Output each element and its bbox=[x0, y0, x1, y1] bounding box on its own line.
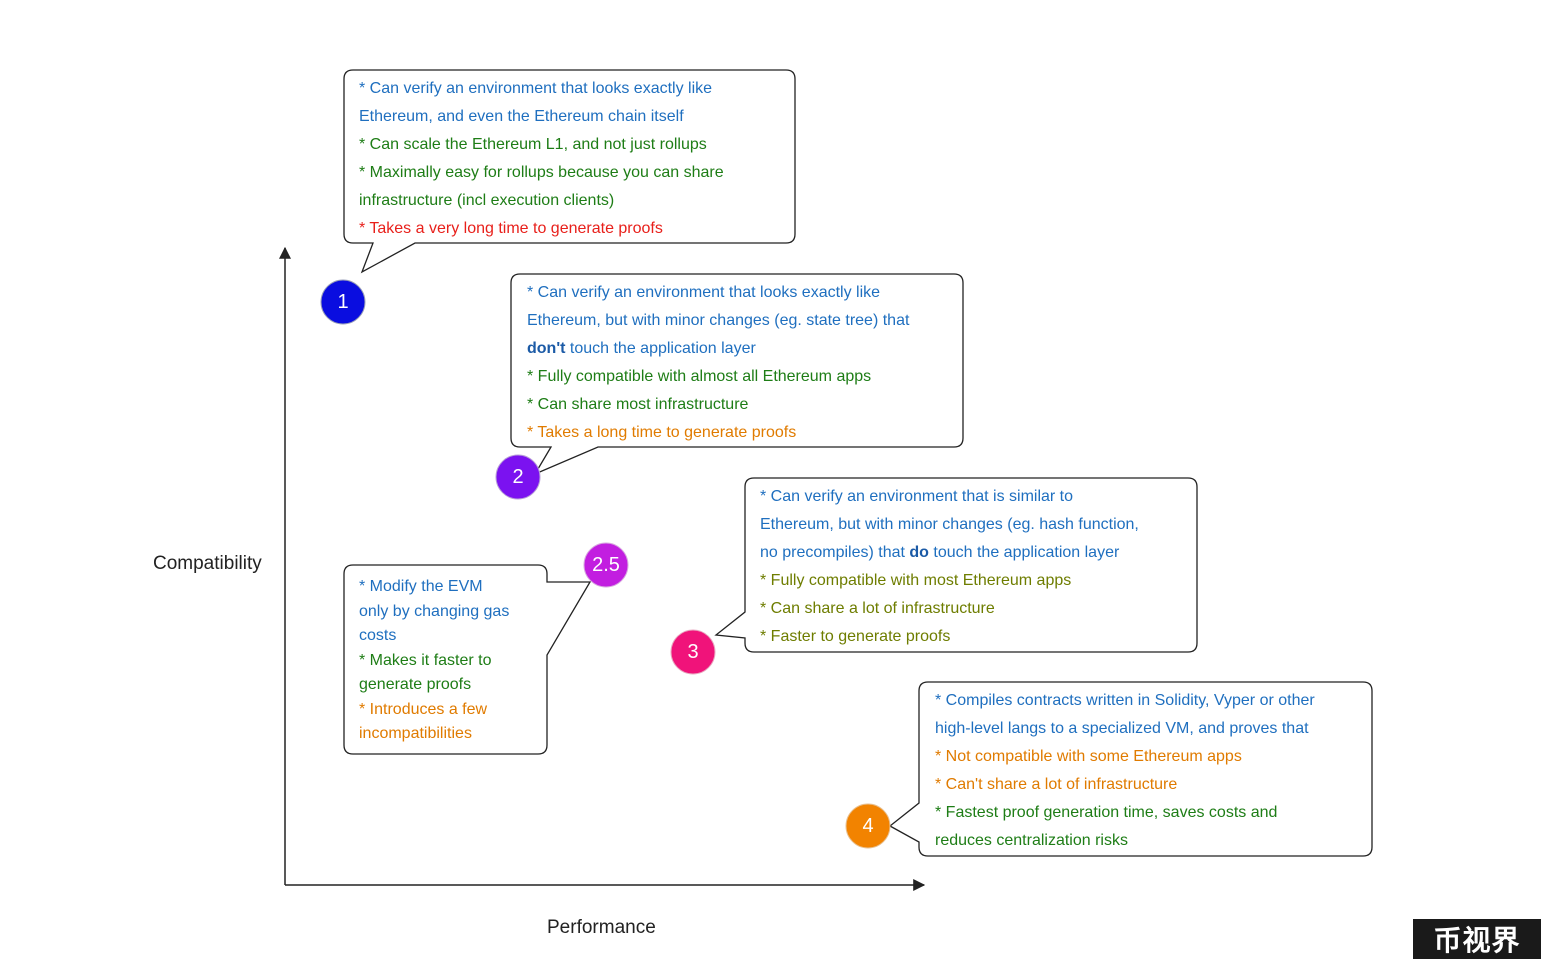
callout-line-text: incompatibilities bbox=[359, 725, 472, 742]
callout-line: * Takes a very long time to generate pro… bbox=[359, 215, 724, 243]
callout-line: infrastructure (incl execution clients) bbox=[359, 187, 724, 215]
callout-line: reduces centralization risks bbox=[935, 827, 1315, 855]
callout-line-text: * Modify the EVM bbox=[359, 578, 483, 595]
callout-line: don't touch the application layer bbox=[527, 335, 909, 363]
node-4 bbox=[845, 803, 891, 849]
callout-line-text: * Can verify an environment that looks e… bbox=[359, 80, 713, 97]
callout-line-text: * Takes a very long time to generate pro… bbox=[359, 220, 663, 237]
callout-line-text: * Can't share a lot of infrastructure bbox=[935, 776, 1178, 793]
callout-line: no precompiles) that do touch the applic… bbox=[760, 539, 1139, 567]
callout-line-text: Ethereum, but with minor changes (eg. ha… bbox=[760, 516, 1139, 533]
callout-line-text: * Can verify an environment that is simi… bbox=[760, 488, 1074, 505]
callout-line: * Maximally easy for rollups because you… bbox=[359, 159, 724, 187]
callout-line: * Makes it faster to bbox=[359, 649, 509, 674]
callout-line-text: * Can scale the Ethereum L1, and not jus… bbox=[359, 136, 707, 153]
callout-line-text: * Makes it faster to bbox=[359, 651, 492, 669]
callout-line-prefix: no precompiles) that bbox=[760, 544, 910, 561]
callout-line: only by changing gas bbox=[359, 600, 509, 625]
callout-line-emphasis: don't bbox=[527, 340, 566, 357]
callout-1-text: * Can verify an environment that looks e… bbox=[359, 75, 724, 243]
callout-line-text: * Can verify an environment that looks e… bbox=[527, 284, 881, 301]
node-3 bbox=[670, 629, 716, 675]
callout-line: * Can't share a lot of infrastructure bbox=[935, 771, 1315, 799]
x-axis-label: Performance bbox=[547, 917, 656, 938]
callout-line: Ethereum, and even the Ethereum chain it… bbox=[359, 103, 724, 131]
callout-line-text: infrastructure (incl execution clients) bbox=[359, 192, 615, 209]
callout-line-text: high-level langs to a specialized VM, an… bbox=[935, 720, 1309, 737]
node-4-label: 4 bbox=[862, 814, 874, 837]
callout-line: * Can share most infrastructure bbox=[527, 391, 909, 419]
callout-line-text: * Can share a lot of infrastructure bbox=[760, 600, 995, 617]
callout-line: * Can verify an environment that looks e… bbox=[527, 279, 909, 307]
callout-3-text: * Can verify an environment that is simi… bbox=[760, 483, 1139, 651]
callout-line: * Compiles contracts written in Solidity… bbox=[935, 687, 1315, 715]
callout-line-text: * Fastest proof generation time, saves c… bbox=[935, 804, 1278, 821]
callout-line-text: touch the application layer bbox=[928, 544, 1120, 561]
callout-line: Ethereum, but with minor changes (eg. st… bbox=[527, 307, 909, 335]
callout-line-emphasis: do bbox=[909, 544, 929, 561]
callout-line: * Can scale the Ethereum L1, and not jus… bbox=[359, 131, 724, 159]
callout-line: * Faster to generate proofs bbox=[760, 623, 1139, 651]
callout-line: * Introduces a few bbox=[359, 698, 509, 723]
y-axis-label: Compatibility bbox=[153, 553, 262, 574]
callout-line-text: * Fully compatible with most Ethereum ap… bbox=[760, 572, 1072, 589]
callout-line-text: * Can share most infrastructure bbox=[527, 396, 749, 413]
callout-line: generate proofs bbox=[359, 673, 509, 698]
callout-line-text: * Not compatible with some Ethereum apps bbox=[935, 748, 1242, 765]
watermark-logo: 币视界 bbox=[1413, 919, 1541, 959]
callout-line-text: Ethereum, but with minor changes (eg. st… bbox=[527, 312, 910, 329]
callout-line: high-level langs to a specialized VM, an… bbox=[935, 715, 1315, 743]
callout-line-text: * Maximally easy for rollups because you… bbox=[359, 164, 724, 181]
callout-4-shape bbox=[888, 681, 1373, 857]
callout-line-text: Ethereum, and even the Ethereum chain it… bbox=[359, 108, 684, 125]
node-25-label: 2.5 bbox=[592, 553, 620, 576]
callout-25-shape bbox=[343, 564, 592, 755]
callout-line: incompatibilities bbox=[359, 722, 509, 747]
callout-2-shape bbox=[510, 273, 964, 476]
callout-line-text: * Introduces a few bbox=[359, 700, 488, 718]
callout-line-text: only by changing gas bbox=[359, 602, 510, 620]
callout-line-text: touch the application layer bbox=[565, 340, 756, 357]
callout-line: * Modify the EVM bbox=[359, 575, 509, 600]
callout-line-text: * Takes a long time to generate proofs bbox=[527, 424, 797, 441]
callout-line: Ethereum, but with minor changes (eg. ha… bbox=[760, 511, 1139, 539]
callout-line-text: * Faster to generate proofs bbox=[760, 628, 951, 645]
callout-3-shape bbox=[714, 477, 1198, 653]
callout-line: * Can verify an environment that is simi… bbox=[760, 483, 1139, 511]
node-3-label: 3 bbox=[687, 640, 699, 663]
callout-line-text: * Fully compatible with almost all Ether… bbox=[527, 368, 872, 385]
callout-line-text: reduces centralization risks bbox=[935, 832, 1128, 849]
callout-25-text: * Modify the EVM only by changing gas cost… bbox=[359, 575, 509, 747]
callout-line: * Fully compatible with most Ethereum ap… bbox=[760, 567, 1139, 595]
callout-line: * Can share a lot of infrastructure bbox=[760, 595, 1139, 623]
callout-line: * Takes a long time to generate proofs bbox=[527, 419, 909, 447]
callout-line-text: * Compiles contracts written in Solidity… bbox=[935, 692, 1315, 709]
callout-line-text: generate proofs bbox=[359, 676, 472, 693]
callout-line: * Not compatible with some Ethereum apps bbox=[935, 743, 1315, 771]
callout-line: costs bbox=[359, 624, 509, 649]
callout-1-shape bbox=[343, 69, 796, 274]
callout-line: * Fully compatible with almost all Ether… bbox=[527, 363, 909, 391]
node-25 bbox=[583, 542, 629, 588]
node-2 bbox=[495, 454, 541, 500]
callout-line: * Can verify an environment that looks e… bbox=[359, 75, 724, 103]
node-2-label: 2 bbox=[512, 465, 524, 488]
node-1-label: 1 bbox=[337, 290, 349, 313]
callout-line: * Fastest proof generation time, saves c… bbox=[935, 799, 1315, 827]
callout-2-text: * Can verify an environment that looks e… bbox=[527, 279, 909, 447]
callout-line-text: costs bbox=[359, 627, 397, 644]
callout-4-text: * Compiles contracts written in Solidity… bbox=[935, 687, 1315, 855]
node-1 bbox=[320, 279, 366, 325]
